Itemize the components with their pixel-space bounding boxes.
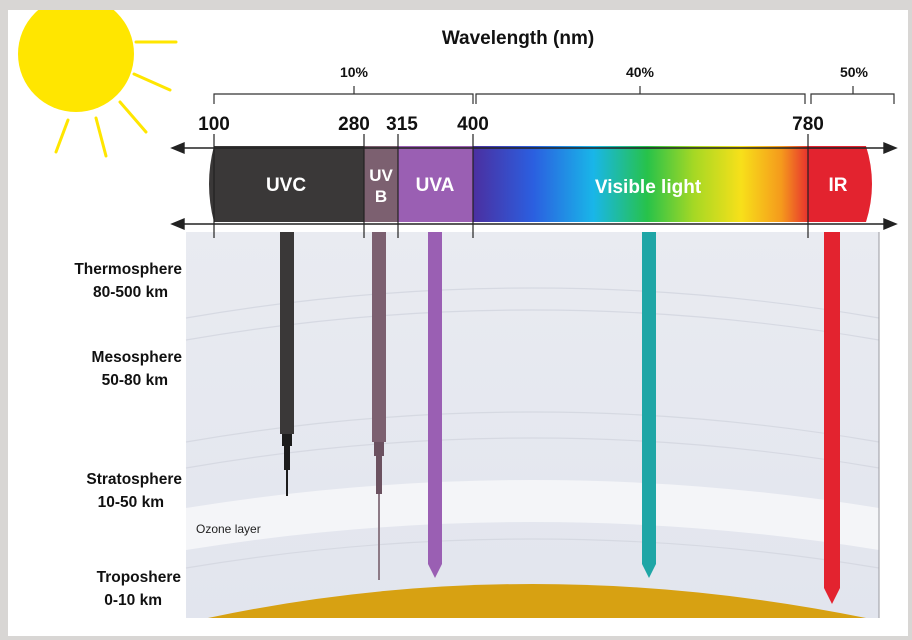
band-uvc xyxy=(209,146,364,222)
layer-range-troposhere: 0-10 km xyxy=(104,592,162,609)
layer-range-mesosphere: 50-80 km xyxy=(102,372,168,389)
band-ir xyxy=(808,146,872,222)
band-uvb xyxy=(364,146,398,222)
layer-range-thermosphere: 80-500 km xyxy=(93,284,168,301)
tick-label-100: 100 xyxy=(198,114,230,135)
band-visible-light xyxy=(473,146,808,222)
band-label-uv: UV xyxy=(369,166,393,185)
ground xyxy=(208,584,866,618)
uvb-penetration-arrow xyxy=(372,232,386,580)
lower-axis-right-arrowhead xyxy=(883,217,898,231)
wavelength-axis-title: Wavelength (nm) xyxy=(442,28,594,49)
wavelength-ticks: 100 280 315 400 780 xyxy=(198,114,824,135)
axis-right-arrowhead xyxy=(883,141,898,155)
band-uva xyxy=(398,146,473,222)
axis-arrows xyxy=(170,141,898,231)
tick-label-315: 315 xyxy=(386,114,418,135)
ozone-layer-label: Ozone layer xyxy=(196,522,261,536)
lower-axis-left-arrowhead xyxy=(170,217,185,231)
bracket-uv xyxy=(213,93,474,104)
bracket-ir xyxy=(810,93,895,104)
band-label-b: B xyxy=(375,187,387,206)
sun-icon xyxy=(18,10,178,158)
spectrum-bar: UVC UV B UVA Visible light IR xyxy=(209,134,872,238)
tick-label-400: 400 xyxy=(457,114,489,135)
layer-range-stratosphere: 10-50 km xyxy=(98,494,164,511)
percentage-visible: 40% xyxy=(626,64,655,80)
solar-spectrum-diagram: Thermosphere 80-500 km Mesosphere 50-80 … xyxy=(18,10,898,618)
tick-label-780: 780 xyxy=(792,114,824,135)
axis-left-arrowhead xyxy=(170,141,185,155)
percentage-brackets xyxy=(213,86,895,104)
atmosphere-panel xyxy=(185,232,880,618)
percentage-uv: 10% xyxy=(340,64,369,80)
layer-name-thermosphere: Thermosphere xyxy=(74,261,182,278)
visible-light-penetration-arrow xyxy=(642,232,656,578)
diagram-frame: Thermosphere 80-500 km Mesosphere 50-80 … xyxy=(8,10,908,636)
bracket-visible xyxy=(475,93,806,104)
uva-penetration-arrow xyxy=(428,232,442,578)
layer-name-troposhere: Troposhere xyxy=(97,569,182,586)
ozone-layer xyxy=(186,480,879,550)
band-label-uvc: UVC xyxy=(266,175,306,196)
tick-label-280: 280 xyxy=(338,114,370,135)
penetration-arrows xyxy=(280,232,840,604)
uvc-penetration-arrow xyxy=(280,232,294,496)
band-label-visible-light: Visible light xyxy=(595,177,702,198)
layer-name-stratosphere: Stratosphere xyxy=(86,471,182,488)
layer-name-mesosphere: Mesosphere xyxy=(92,349,183,366)
layer-labels: Thermosphere 80-500 km Mesosphere 50-80 … xyxy=(74,261,260,609)
percentage-ir: 50% xyxy=(840,64,869,80)
band-label-ir: IR xyxy=(829,175,848,196)
band-label-uva: UVA xyxy=(416,175,455,196)
ir-penetration-arrow xyxy=(824,232,840,604)
